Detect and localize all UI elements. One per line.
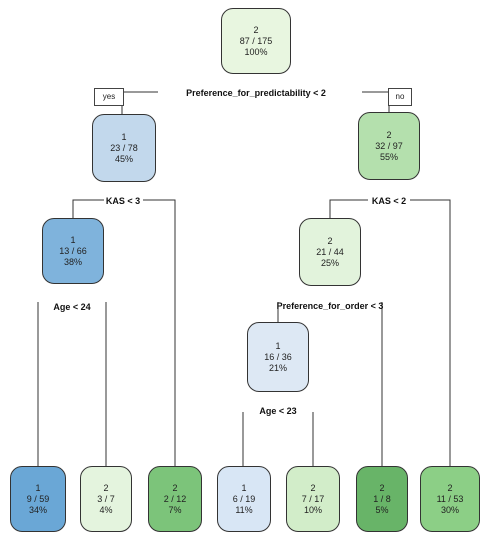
left-count: 23 / 78 bbox=[110, 142, 138, 153]
right-left-node: 2 21 / 44 25% bbox=[299, 218, 361, 286]
rlm-percent: 21% bbox=[268, 362, 287, 373]
split-ll-label: Age < 24 bbox=[53, 302, 91, 312]
left-class: 1 bbox=[121, 131, 127, 142]
leaf-class: 2 bbox=[447, 482, 453, 493]
leaf-class: 2 bbox=[379, 482, 385, 493]
rlm-node: 1 16 / 36 21% bbox=[247, 322, 309, 392]
right-left-count: 21 / 44 bbox=[316, 246, 344, 257]
leaf-node: 2 2 / 12 7% bbox=[148, 466, 202, 532]
left-node: 1 23 / 78 45% bbox=[92, 114, 156, 182]
left-left-node: 1 13 / 66 38% bbox=[42, 218, 104, 284]
leaf-class: 2 bbox=[310, 482, 316, 493]
leaf-percent: 34% bbox=[28, 504, 47, 515]
leaf-count: 1 / 8 bbox=[373, 493, 391, 504]
left-left-percent: 38% bbox=[63, 256, 82, 267]
no-tag: no bbox=[388, 88, 412, 106]
leaf-class: 1 bbox=[35, 482, 41, 493]
edge-right-no bbox=[410, 199, 451, 466]
leaf-node: 2 11 / 53 30% bbox=[420, 466, 480, 532]
split-right-label: KAS < 2 bbox=[371, 196, 407, 206]
edge-root-yes bbox=[121, 91, 158, 114]
root-count: 87 / 175 bbox=[239, 35, 273, 46]
split-root-label: Preference_for_predictability < 2 bbox=[186, 88, 326, 98]
left-left-count: 13 / 66 bbox=[59, 245, 87, 256]
split-left-label: KAS < 3 bbox=[105, 196, 141, 206]
edge-right-yes bbox=[329, 199, 368, 218]
right-count: 32 / 97 bbox=[375, 140, 403, 151]
leaf-class: 2 bbox=[172, 482, 178, 493]
edge-root-no bbox=[362, 91, 390, 112]
leaf-node: 1 6 / 19 11% bbox=[217, 466, 271, 532]
split-rl-label: Preference_for_order < 3 bbox=[276, 301, 384, 311]
leaf-node: 2 7 / 17 10% bbox=[286, 466, 340, 532]
leaf-percent: 10% bbox=[303, 504, 322, 515]
left-left-class: 1 bbox=[70, 234, 76, 245]
leaf-class: 1 bbox=[241, 482, 247, 493]
right-percent: 55% bbox=[379, 151, 398, 162]
root-class: 2 bbox=[253, 24, 259, 35]
leaf-count: 2 / 12 bbox=[163, 493, 187, 504]
left-percent: 45% bbox=[114, 153, 133, 164]
leaf-percent: 4% bbox=[99, 504, 113, 515]
right-node: 2 32 / 97 55% bbox=[358, 112, 420, 180]
right-left-class: 2 bbox=[327, 235, 333, 246]
leaf-percent: 5% bbox=[375, 504, 389, 515]
leaf-percent: 7% bbox=[168, 504, 182, 515]
split-rlm-label: Age < 23 bbox=[259, 406, 297, 416]
leaf-percent: 30% bbox=[440, 504, 459, 515]
leaf-count: 11 / 53 bbox=[436, 493, 464, 504]
leaf-count: 7 / 17 bbox=[301, 493, 325, 504]
root-percent: 100% bbox=[244, 46, 268, 57]
leaf-percent: 11% bbox=[235, 504, 253, 515]
edge-left-no bbox=[143, 199, 176, 466]
root-node: 2 87 / 175 100% bbox=[221, 8, 291, 74]
right-class: 2 bbox=[386, 129, 392, 140]
rlm-class: 1 bbox=[275, 340, 281, 351]
leaf-node: 2 3 / 7 4% bbox=[80, 466, 132, 532]
edge-left-yes bbox=[72, 199, 104, 218]
leaf-class: 2 bbox=[103, 482, 109, 493]
rlm-count: 16 / 36 bbox=[264, 351, 292, 362]
leaf-node: 2 1 / 8 5% bbox=[356, 466, 408, 532]
right-left-percent: 25% bbox=[320, 257, 339, 268]
leaf-count: 3 / 7 bbox=[97, 493, 115, 504]
leaf-node: 1 9 / 59 34% bbox=[10, 466, 66, 532]
yes-tag: yes bbox=[94, 88, 124, 106]
leaf-count: 9 / 59 bbox=[26, 493, 50, 504]
leaf-count: 6 / 19 bbox=[232, 493, 256, 504]
